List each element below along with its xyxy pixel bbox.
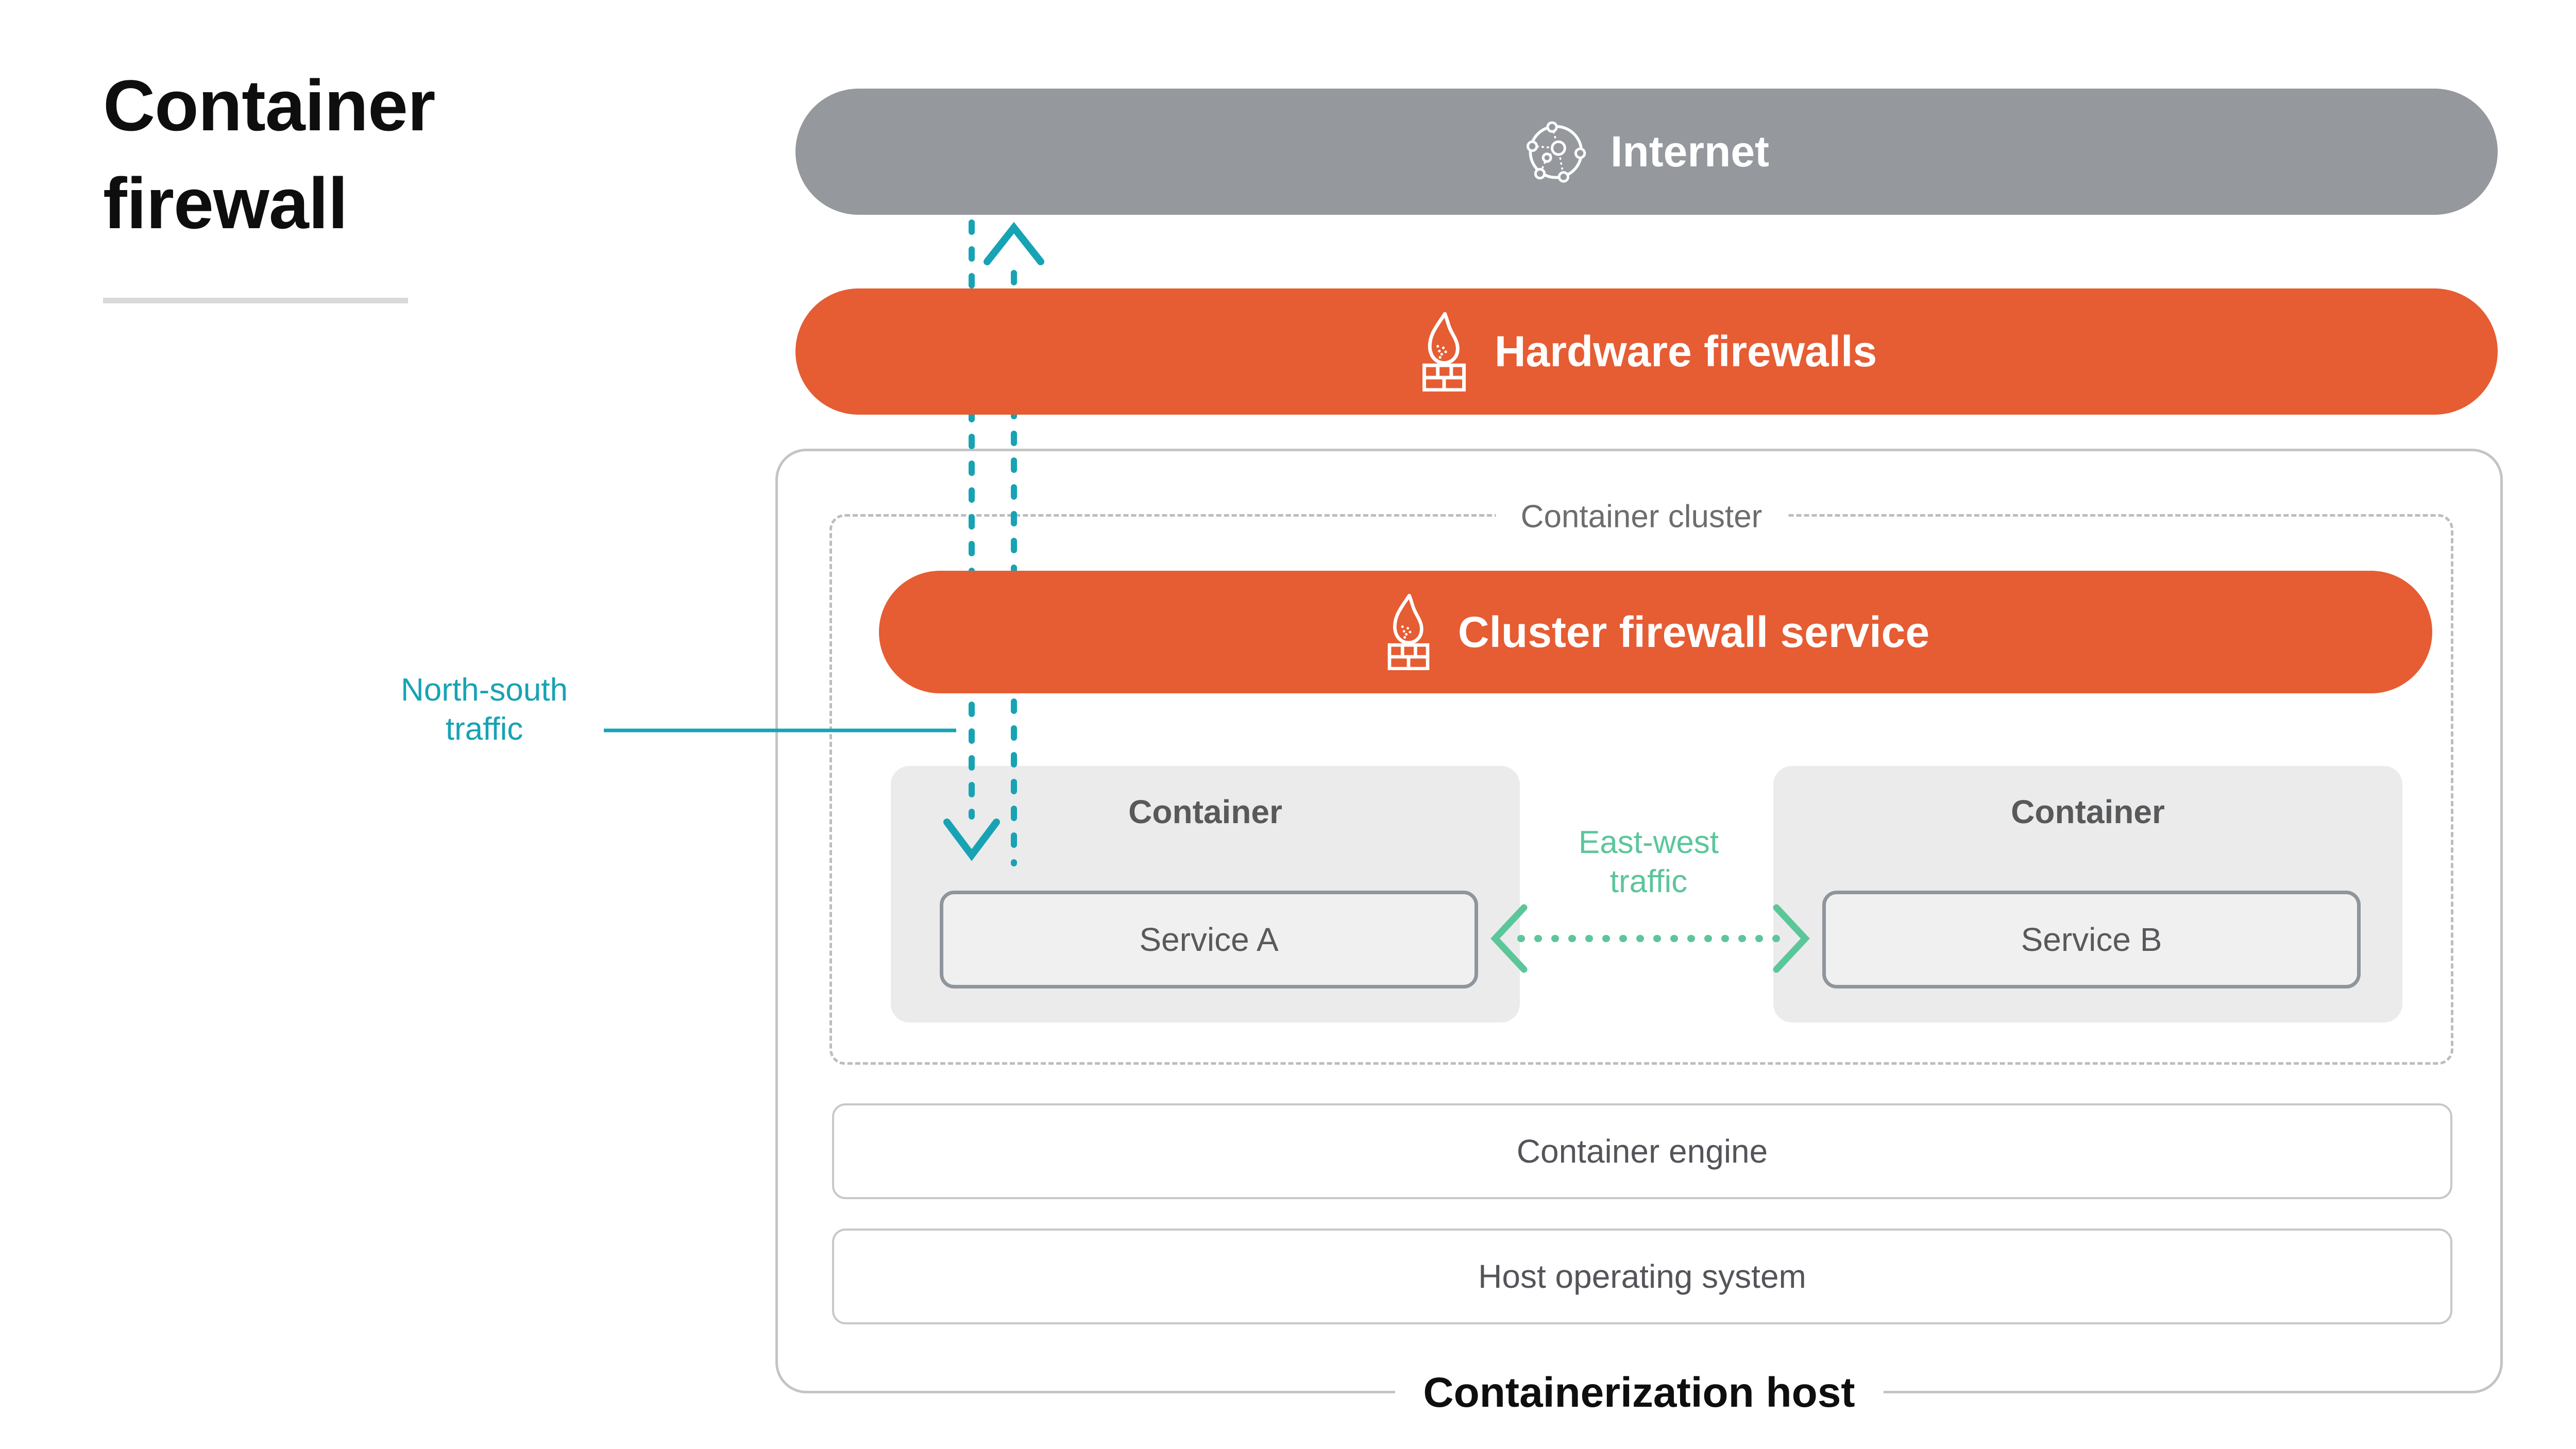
internet-label: Internet — [1610, 127, 1770, 176]
east-west-line2: traffic — [1609, 864, 1688, 899]
firewall-flame-icon — [1422, 312, 1466, 391]
east-west-traffic-label: East-west traffic — [1507, 823, 1790, 901]
page-title-line2: firewall — [103, 163, 348, 244]
container-b-title: Container — [2011, 793, 2165, 830]
container-box-b: Container Service B — [1773, 766, 2402, 1022]
service-b-box: Service B — [1822, 891, 2361, 988]
north-south-line2: traffic — [445, 711, 523, 747]
container-engine-bar: Container engine — [832, 1103, 2452, 1199]
globe-network-icon — [1526, 121, 1586, 183]
container-cluster-box: Container cluster — [829, 498, 2453, 1065]
container-box-a: Container Service A — [891, 766, 1520, 1022]
arrow-up-icon — [984, 221, 1044, 265]
service-a-box: Service A — [940, 891, 1478, 988]
north-south-line1: North-south — [401, 672, 568, 708]
host-os-bar: Host operating system — [832, 1229, 2452, 1324]
east-west-line1: East-west — [1578, 825, 1719, 860]
internet-bar: Internet — [795, 89, 2498, 215]
page-title-line1: Container — [103, 65, 435, 146]
container-a-title: Container — [1128, 793, 1282, 830]
north-south-traffic-label: North-south traffic — [309, 671, 659, 749]
title-divider — [103, 298, 408, 303]
cluster-firewall-service-bar: Cluster firewall service — [879, 571, 2432, 693]
cluster-firewall-service-label: Cluster firewall service — [1458, 607, 1930, 656]
firewall-flame-icon — [1387, 594, 1430, 670]
container-cluster-label: Container cluster — [1496, 498, 1787, 535]
hardware-firewalls-bar: Hardware firewalls — [795, 288, 2498, 415]
page-title: Container firewall — [103, 57, 747, 252]
containerization-host-label: Containerization host — [1395, 1368, 1884, 1417]
hardware-firewalls-label: Hardware firewalls — [1494, 327, 1877, 376]
